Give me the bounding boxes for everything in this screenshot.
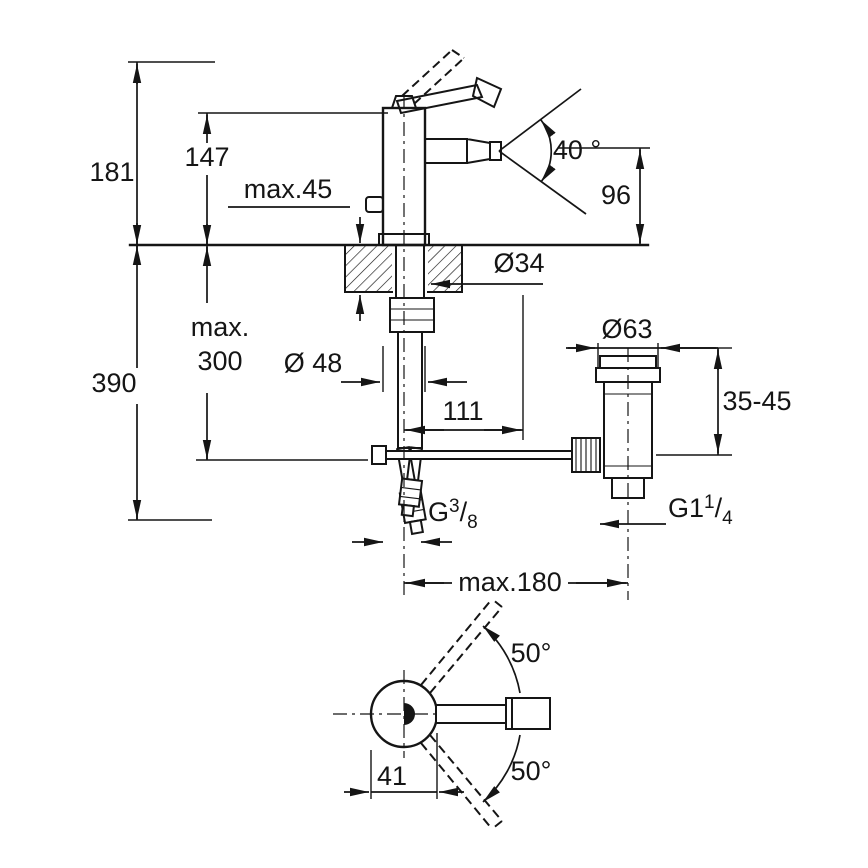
dim-g38: G3/8 (352, 496, 478, 547)
aerator-outline (489, 141, 502, 161)
label-96: 96 (601, 180, 631, 210)
label-dia63: Ø63 (601, 314, 652, 344)
popup-knob (365, 196, 384, 213)
dim-max180: max.180 (404, 567, 628, 597)
deck-hatch-right (428, 245, 462, 292)
label-g114: G11/4 (668, 492, 733, 529)
angle-leg (498, 88, 582, 152)
label-dia48: Ø 48 (284, 348, 343, 378)
knob-knurling (575, 438, 597, 472)
lever-paddle-outline (471, 76, 503, 109)
popup-rod-coupling (371, 445, 387, 465)
popup-rod (377, 450, 579, 460)
label-390: 390 (91, 368, 136, 398)
angle-arc (540, 119, 556, 183)
label-111: 111 (442, 396, 483, 426)
flex-hose-right (397, 446, 424, 518)
thread-slash: / (460, 497, 468, 527)
label-50deg-upper: 50° (511, 638, 552, 668)
label-40deg: 40 ° (553, 135, 601, 165)
angle-leg (498, 150, 587, 215)
label-181: 181 (89, 157, 134, 187)
dim-96: 96 (558, 147, 650, 245)
dim-181: 181 (89, 61, 215, 245)
lever-shaft-top (435, 704, 507, 724)
dim-dia63: Ø63 (566, 314, 718, 367)
under-deck-assembly (371, 244, 579, 536)
thread-slash: / (715, 493, 723, 523)
hose-tip (408, 519, 425, 536)
dim-41: 41 (344, 733, 464, 799)
dim-g114: G11/4 (600, 492, 733, 529)
dim-dia48: Ø 48 (284, 346, 467, 392)
thread-sup: 3 (449, 496, 460, 517)
dim-390: 390 (91, 245, 212, 521)
thread-base: G (428, 497, 449, 527)
lever-handle-outline (395, 83, 484, 115)
lever-pivot-cap (390, 95, 418, 109)
deck-hatch-left (345, 245, 392, 292)
spout-outlet-mark (404, 703, 415, 725)
thread-base: G1 (668, 493, 704, 523)
label-max300-line1: max. (191, 312, 250, 342)
label-3545: 35-45 (722, 386, 791, 416)
label-50deg-lower: 50° (511, 756, 552, 786)
dim-max300: max. 300 (191, 245, 368, 461)
label-dia34: Ø34 (493, 248, 544, 278)
hose-tip (400, 503, 416, 518)
dim-3545: 35-45 (656, 347, 792, 456)
lever-swivel-upper-dashed (420, 598, 503, 694)
dim-147: 147 (184, 112, 388, 245)
lever-raised-dashed-outline (401, 49, 465, 105)
swivel-arc-lower (482, 734, 521, 803)
thread-sup: 1 (704, 492, 715, 513)
dim-dia34: Ø34 (431, 248, 545, 289)
hose-nut (397, 477, 424, 508)
swivel-arc-upper (482, 625, 521, 694)
thread-sub: 4 (722, 508, 733, 529)
dim-40deg: 40 ° (498, 88, 601, 215)
hose-nut-edge (401, 486, 421, 491)
lever-swivel-lower-dashed (420, 734, 503, 830)
label-max300-line2: 300 (197, 346, 242, 376)
label-max180: max.180 (458, 567, 562, 597)
label-147: 147 (184, 142, 229, 172)
mounting-nut (389, 297, 435, 333)
lever-paddle-top (505, 697, 551, 730)
label-41: 41 (377, 761, 407, 791)
hose-nut-edge (399, 495, 420, 500)
dim-111: 111 (404, 295, 524, 440)
thread-sub: 8 (467, 512, 478, 533)
dim-max45: max.45 (228, 174, 365, 321)
faucet-top-view: 50° 50° (333, 598, 552, 830)
label-g38: G3/8 (428, 496, 478, 533)
label-max45: max.45 (244, 174, 333, 204)
